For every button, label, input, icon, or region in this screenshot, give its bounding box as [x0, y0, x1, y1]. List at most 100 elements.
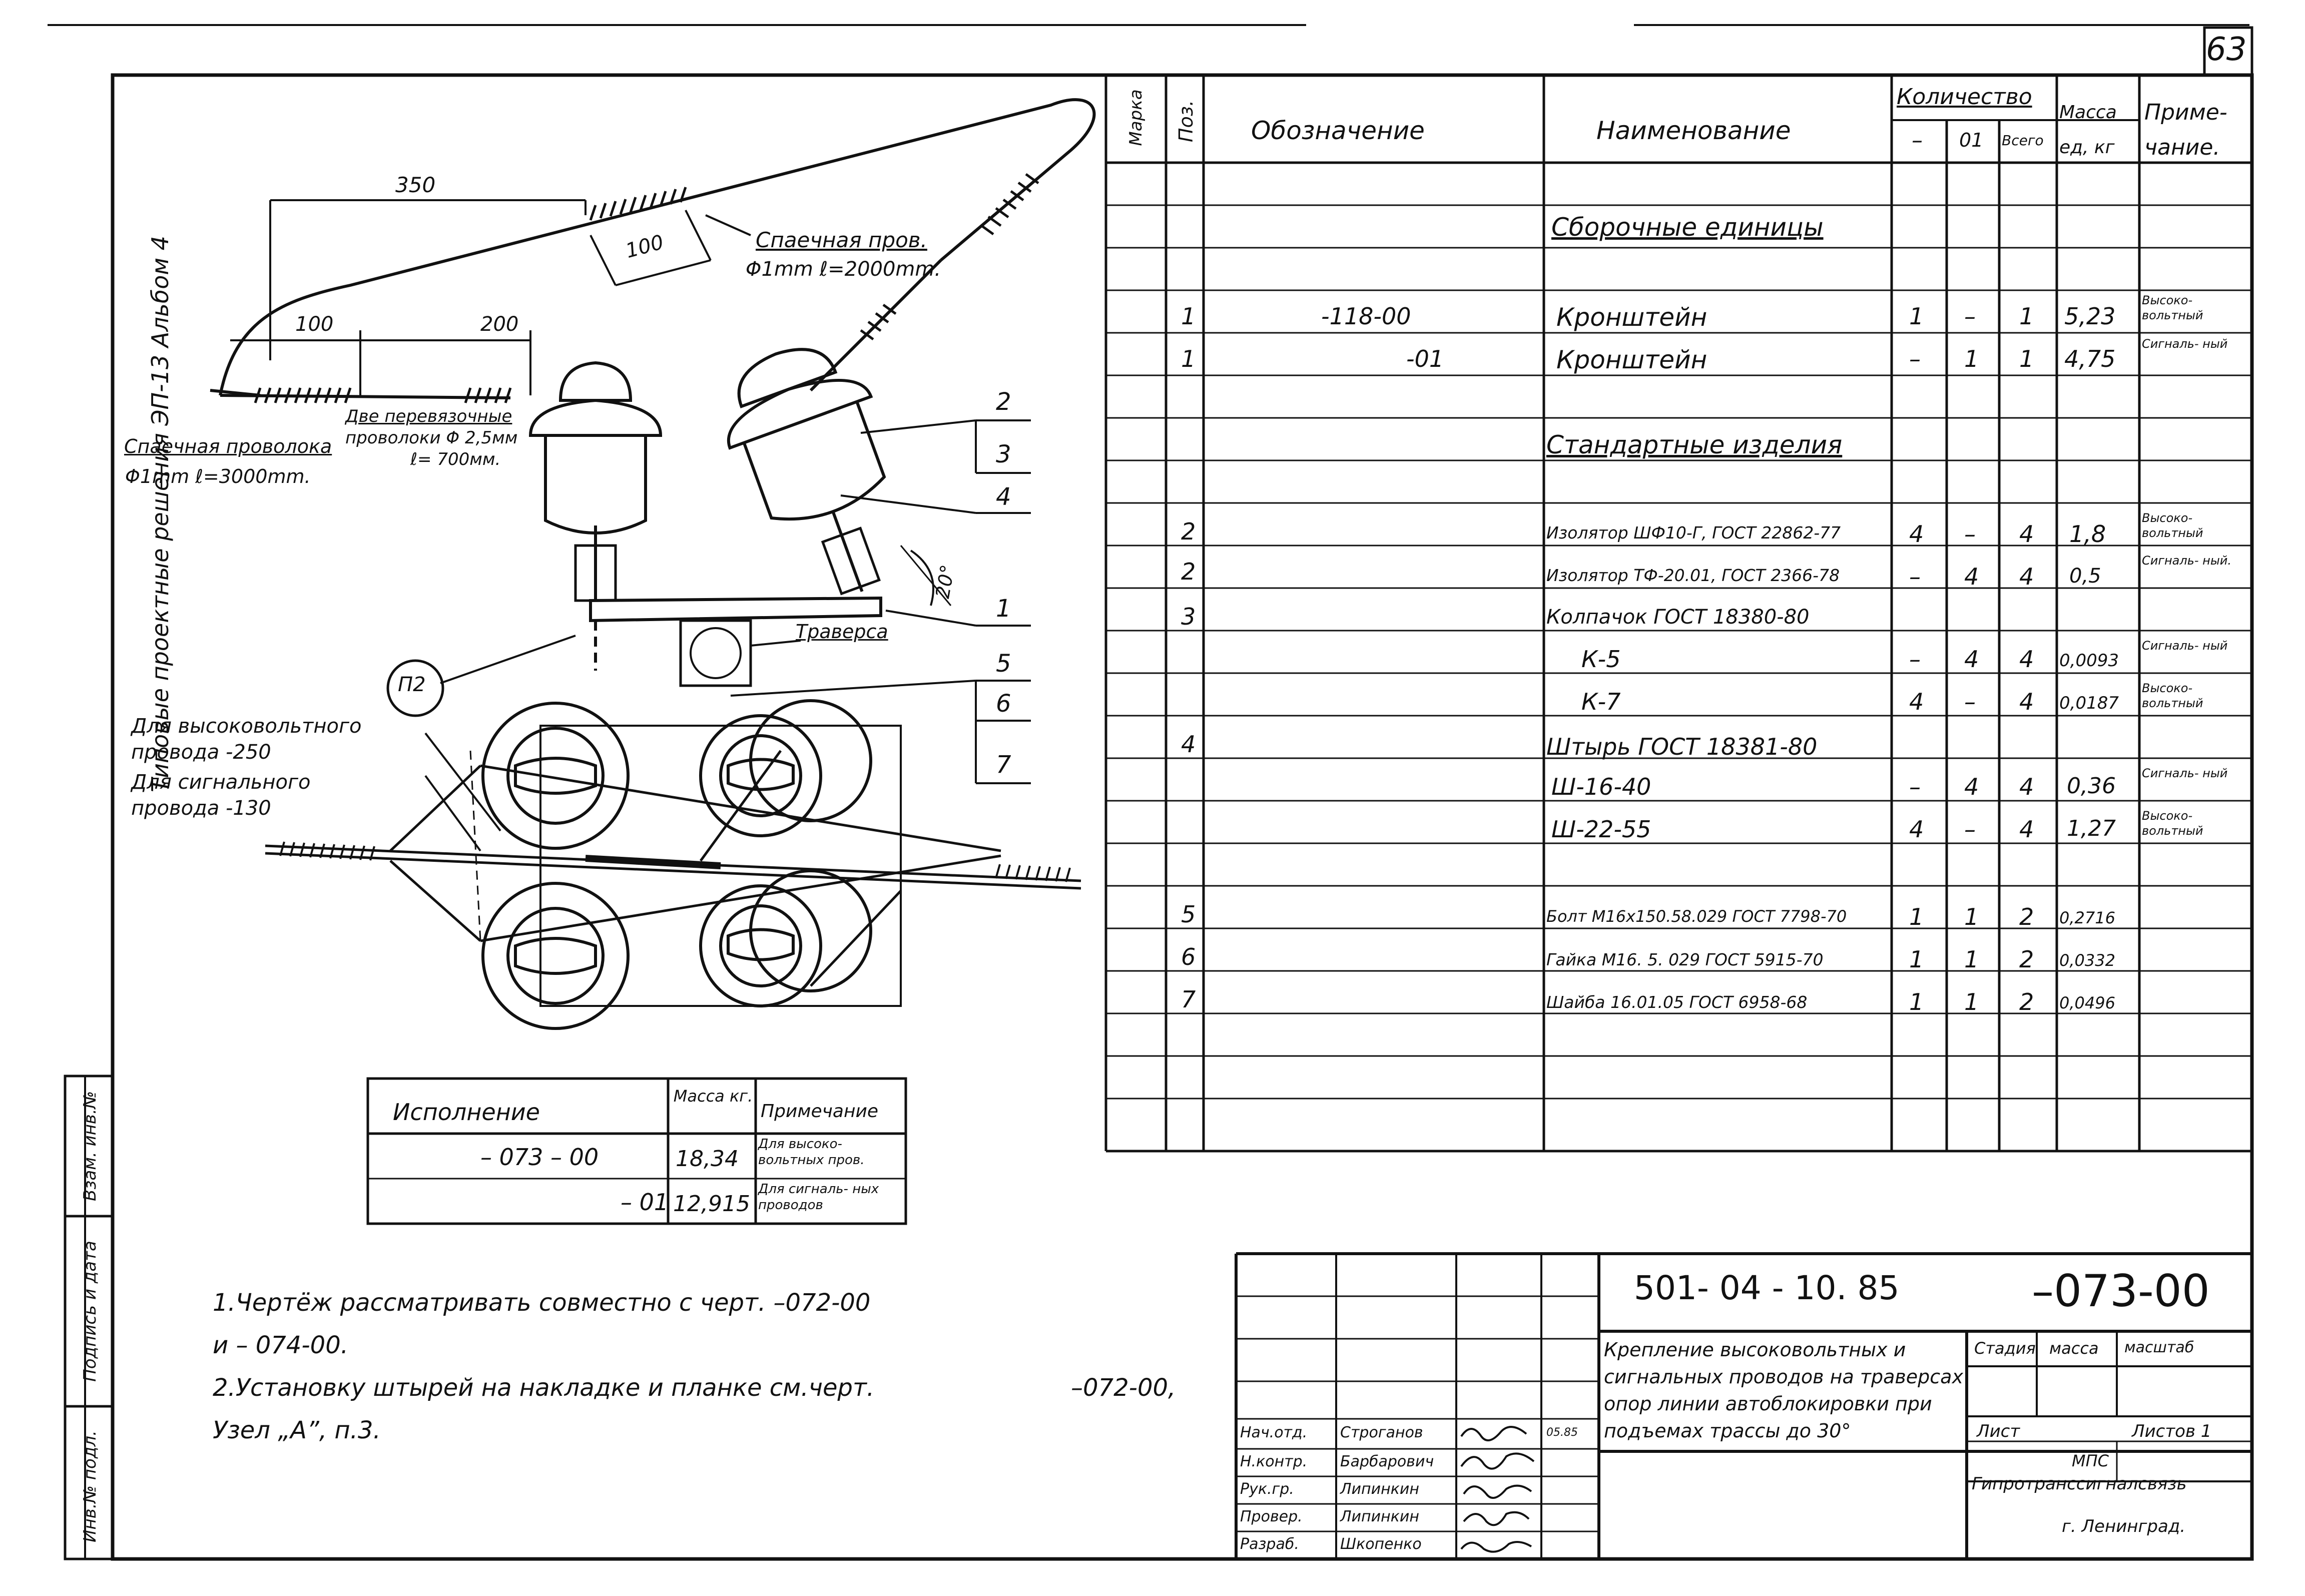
row-q1: – — [1909, 646, 1921, 673]
hdr-mark: Марка — [1126, 89, 1146, 146]
row-pos: 6 — [1181, 943, 1196, 970]
variant-hdr-note: Примечание — [761, 1101, 879, 1122]
variant-note: Для сигналь- ных проводов — [758, 1182, 879, 1213]
variant-name: – 073 – 00 — [480, 1144, 599, 1171]
row-name: Шайба 16.01.05 ГОСТ 6958-68 — [1546, 992, 1808, 1012]
variant-note: Для высоко- вольтных пров. — [758, 1137, 865, 1168]
row-mass: 0,0332 — [2059, 951, 2115, 970]
dim-100-left: 100 — [295, 313, 334, 336]
row-note: Высоко- вольтный — [2142, 681, 2203, 710]
hdr-name: Наименование — [1596, 116, 1791, 145]
row-mass: 0,0187 — [2059, 693, 2119, 713]
row-name: Ш-16-40 — [1551, 773, 1651, 800]
row-q2: 1 — [1964, 988, 1979, 1015]
row-name: Кронштейн — [1556, 303, 1707, 332]
sig-date: 05.85 — [1546, 1426, 1578, 1439]
row-mass: 0,2716 — [2059, 908, 2115, 927]
sig-role: Нач.отд. — [1240, 1424, 1308, 1441]
row-note: Сигналь- ный. — [2142, 554, 2232, 568]
row-q1: 4 — [1909, 688, 1924, 715]
row-name: Изолятор ТФ-20.01, ГОСТ 2366-78 — [1546, 566, 1840, 585]
hdr-designation: Обозначение — [1251, 116, 1425, 145]
row-mass: 1,8 — [2069, 520, 2106, 548]
row-pos: 7 — [1181, 986, 1196, 1013]
note-2c: Узел „А”, п.3. — [213, 1416, 381, 1444]
row-q3: 2 — [2019, 988, 2034, 1015]
high-voltage-label-1: Для высоковольтного — [131, 715, 362, 738]
sig-name: Барбарович — [1340, 1453, 1434, 1470]
variant-hdr-mass: Масса кг. — [673, 1087, 753, 1106]
sig-name: Шкопенко — [1340, 1535, 1422, 1553]
page-number: 63 — [2206, 31, 2247, 68]
row-q2: 4 — [1964, 646, 1979, 673]
row-q1: – — [1909, 563, 1921, 590]
row-designation: -01 — [1406, 345, 1444, 372]
row-q3: 4 — [2019, 816, 2034, 843]
callout-6: 6 — [996, 690, 1011, 718]
row-name: Болт М16х150.58.029 ГОСТ 7798-70 — [1546, 907, 1847, 926]
row-q2: 1 — [1964, 946, 1979, 973]
row-q3: 4 — [2019, 773, 2034, 800]
stage-label: Стадия — [1974, 1339, 2036, 1358]
row-q2: – — [1964, 816, 1976, 843]
row-q1: 4 — [1909, 816, 1924, 843]
row-q3: 4 — [2019, 563, 2034, 590]
wire-top-label: Спаечная пров. — [756, 228, 927, 252]
sig-role: Н.контр. — [1240, 1453, 1308, 1470]
hdr-qty: Количество — [1897, 84, 2032, 110]
row-q1: 1 — [1909, 946, 1924, 973]
row-q2: – — [1964, 688, 1976, 715]
row-mass: 1,27 — [2067, 816, 2116, 841]
row-q3: 4 — [2019, 688, 2034, 715]
sheets-label: Листов 1 — [2132, 1421, 2212, 1441]
row-note: Высоко- вольтный — [2142, 511, 2203, 540]
row-pos: 3 — [1181, 603, 1196, 630]
row-name: Ш-22-55 — [1551, 816, 1651, 843]
hdr-note: Приме- чание. — [2144, 100, 2227, 160]
row-pos: 5 — [1181, 901, 1196, 928]
stamp-cell-replace: Взам. инв.№ — [80, 1091, 100, 1202]
note-2a: 2.Установку штырей на накладке и планке … — [213, 1374, 875, 1402]
row-mass: 0,5 — [2069, 565, 2101, 588]
variant-name: – 01 — [621, 1189, 669, 1216]
callout-3: 3 — [996, 440, 1011, 468]
variant-hdr: Исполнение — [393, 1099, 540, 1126]
drawing-number: –073-00 — [2032, 1265, 2210, 1317]
callout-2: 2 — [996, 388, 1011, 416]
hdr-qty-dash: – — [1912, 128, 1923, 153]
row-q3: 1 — [2019, 303, 2034, 330]
high-voltage-label-2: провода -250 — [131, 741, 271, 764]
row-mass: 0,0496 — [2059, 993, 2115, 1012]
sig-name: Липинкин — [1340, 1480, 1420, 1498]
row-note: Сигналь- ный — [2142, 766, 2228, 780]
wire-mid-label-2: проволоки Φ 2,5мм — [345, 428, 518, 448]
hdr-mass: Масса ед, кг — [2059, 102, 2117, 158]
dim-200: 200 — [480, 313, 519, 336]
row-name: Сборочные единицы — [1551, 213, 1824, 242]
sig-name: Липинкин — [1340, 1508, 1420, 1525]
row-mass: 5,23 — [2064, 303, 2116, 330]
wire-mid-label-1: Две перевязочные — [345, 406, 512, 426]
row-note: Высоко- вольтный — [2142, 293, 2203, 322]
row-q2: 4 — [1964, 773, 1979, 800]
row-designation: -118-00 — [1321, 303, 1411, 330]
callout-5: 5 — [996, 650, 1011, 678]
row-name: Стандартные изделия — [1546, 430, 1843, 459]
wire-mid-label-3: ℓ= 700мм. — [410, 449, 501, 469]
variant-mass: 12,915 — [673, 1191, 750, 1217]
stamp-cell-original: Инв.№ подл. — [80, 1430, 100, 1542]
callout-7: 7 — [996, 751, 1011, 779]
row-q3: 2 — [2019, 946, 2034, 973]
node-label: П2 — [398, 673, 426, 696]
row-q3: 1 — [2019, 345, 2034, 372]
row-q3: 2 — [2019, 903, 2034, 930]
row-q1: 4 — [1909, 520, 1924, 548]
hdr-qty-total: Всего — [2002, 132, 2044, 149]
traverse-label: Траверса — [796, 621, 888, 643]
scale-label: масштаб — [2124, 1339, 2194, 1356]
row-pos: 1 — [1181, 303, 1196, 330]
row-q1: 1 — [1909, 303, 1924, 330]
signal-label-2: провода -130 — [131, 797, 271, 820]
row-q1: – — [1909, 773, 1921, 800]
